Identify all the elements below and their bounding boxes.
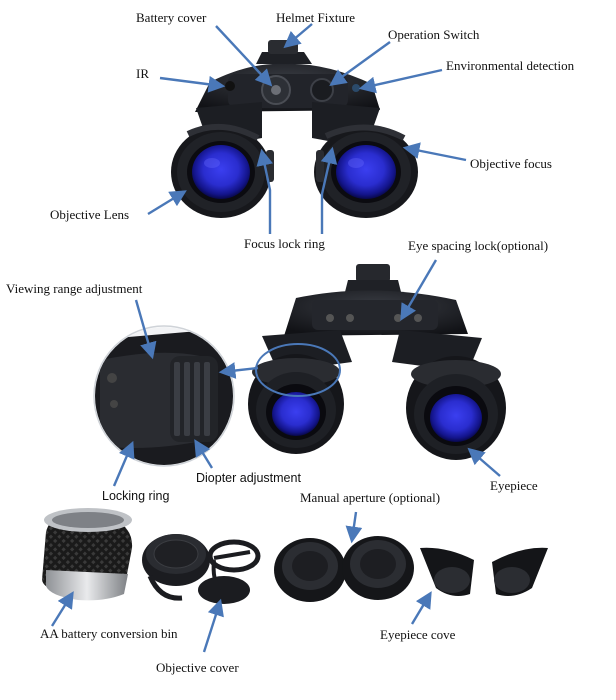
rear-view-goggles	[248, 264, 506, 460]
arrow-environmental-detection	[358, 68, 443, 94]
arrow-viewing-range	[134, 299, 157, 360]
arrow-zoom-callout	[218, 362, 259, 379]
label-viewing-range-adjustment: Viewing range adjustment	[6, 281, 143, 296]
arrow-ir	[159, 75, 226, 93]
label-focus-lock-ring: Focus lock ring	[244, 236, 325, 251]
label-aa-battery-bin: AA battery conversion bin	[40, 626, 178, 641]
label-eyepiece-cove: Eyepiece cove	[380, 627, 456, 642]
objective-cover-illustration	[142, 534, 261, 604]
label-manual-aperture: Manual aperture (optional)	[300, 490, 441, 505]
front-view-goggles	[171, 40, 418, 218]
middle-callout-arrows	[112, 259, 501, 487]
arrow-diopter	[194, 439, 214, 469]
arrow-focus-lock-ring-right	[320, 146, 338, 234]
arrow-eyepiece	[467, 447, 501, 477]
top-callout-arrows	[147, 23, 467, 234]
arrow-objective-lens	[147, 190, 187, 216]
arrow-eyepiece-cove	[410, 591, 432, 625]
label-operation-switch: Operation Switch	[388, 27, 480, 42]
label-objective-lens: Objective Lens	[50, 207, 130, 222]
label-ir: IR	[136, 66, 149, 81]
bottom-callout-arrows	[50, 511, 432, 653]
arrow-helmet-fixture	[283, 23, 313, 49]
eyepiece-cove-illustration	[420, 547, 548, 596]
arrow-operation-switch	[329, 41, 391, 86]
label-environmental-detection: Environmental detection	[446, 58, 575, 73]
zoom-inset	[93, 325, 235, 467]
label-objective-cover: Objective cover	[156, 660, 239, 675]
arrow-focus-lock-ring-left	[256, 148, 273, 234]
aa-battery-bin-illustration	[42, 508, 133, 601]
label-diopter-adjustment: Diopter adjustment	[196, 471, 301, 485]
label-helmet-fixture: Helmet Fixture	[276, 10, 356, 25]
arrow-eye-spacing-lock	[400, 259, 438, 321]
label-locking-ring: Locking ring	[102, 489, 170, 503]
label-battery-cover: Battery cover	[136, 10, 207, 25]
arrow-objective-focus	[402, 142, 467, 162]
arrow-manual-aperture	[345, 511, 363, 544]
arrow-battery-cover	[215, 25, 273, 87]
arrow-aa-battery-bin	[50, 591, 74, 627]
label-eyepiece: Eyepiece	[490, 478, 538, 493]
label-objective-focus: Objective focus	[470, 156, 552, 171]
arrow-locking-ring	[112, 440, 135, 487]
arrow-objective-cover	[202, 598, 224, 653]
manual-aperture-illustration	[274, 536, 414, 602]
label-eye-spacing-lock: Eye spacing lock(optional)	[408, 238, 549, 253]
